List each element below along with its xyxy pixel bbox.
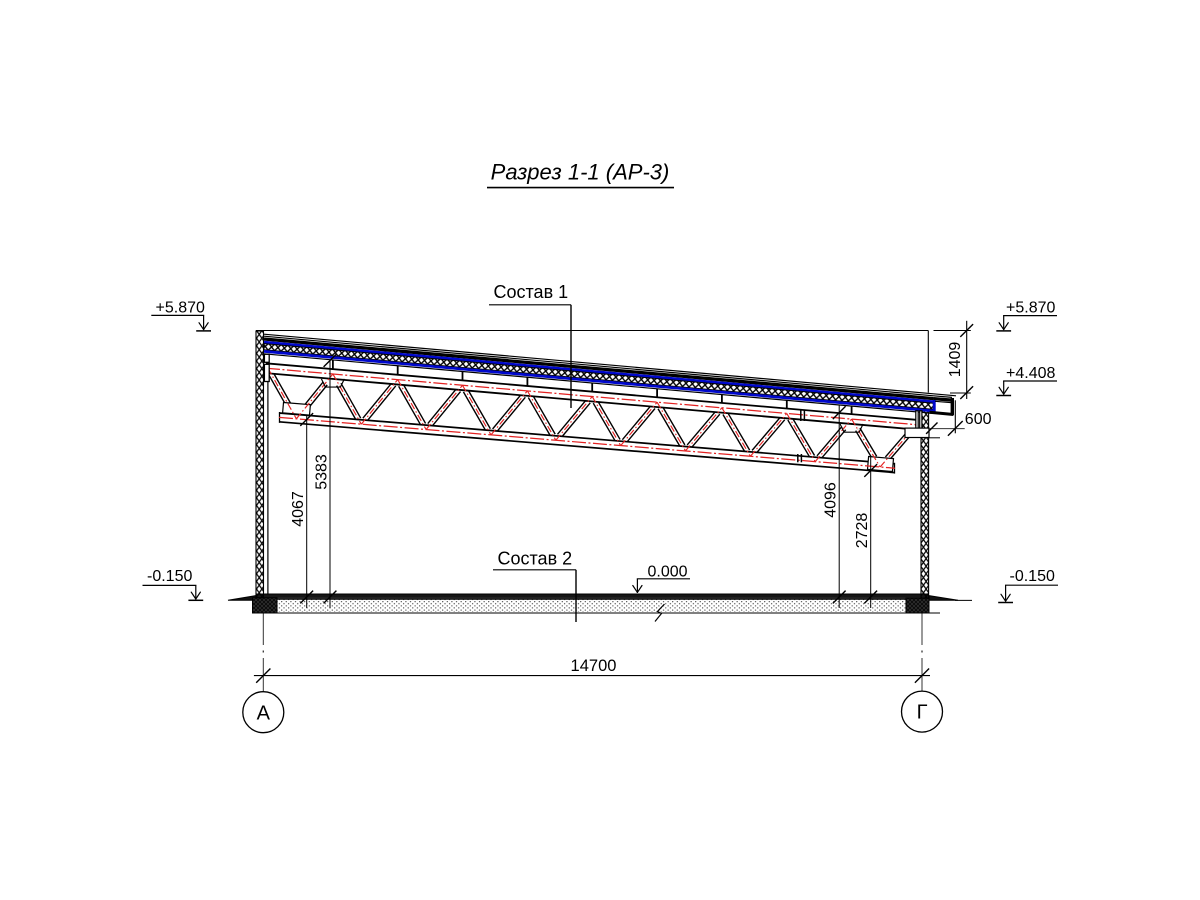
svg-text:4067: 4067 <box>290 491 307 527</box>
svg-text:Состав 1: Состав 1 <box>494 282 569 302</box>
svg-text:-0.150: -0.150 <box>1010 568 1055 585</box>
svg-text:-0.150: -0.150 <box>147 568 192 585</box>
svg-text:Состав 2: Состав 2 <box>498 548 573 568</box>
svg-text:4096: 4096 <box>823 482 840 518</box>
svg-text:600: 600 <box>965 411 992 428</box>
svg-text:Г: Г <box>917 702 928 724</box>
svg-text:14700: 14700 <box>571 657 617 675</box>
svg-text:1409: 1409 <box>947 342 964 378</box>
svg-text:5383: 5383 <box>314 454 331 490</box>
svg-text:Разрез 1-1 (АР-3): Разрез 1-1 (АР-3) <box>491 160 670 185</box>
svg-text:+4.408: +4.408 <box>1006 365 1055 382</box>
svg-text:+5.870: +5.870 <box>156 300 205 317</box>
svg-text:+5.870: +5.870 <box>1006 300 1055 317</box>
svg-text:2728: 2728 <box>854 513 871 549</box>
svg-text:0.000: 0.000 <box>648 564 688 581</box>
svg-text:А: А <box>257 702 271 724</box>
